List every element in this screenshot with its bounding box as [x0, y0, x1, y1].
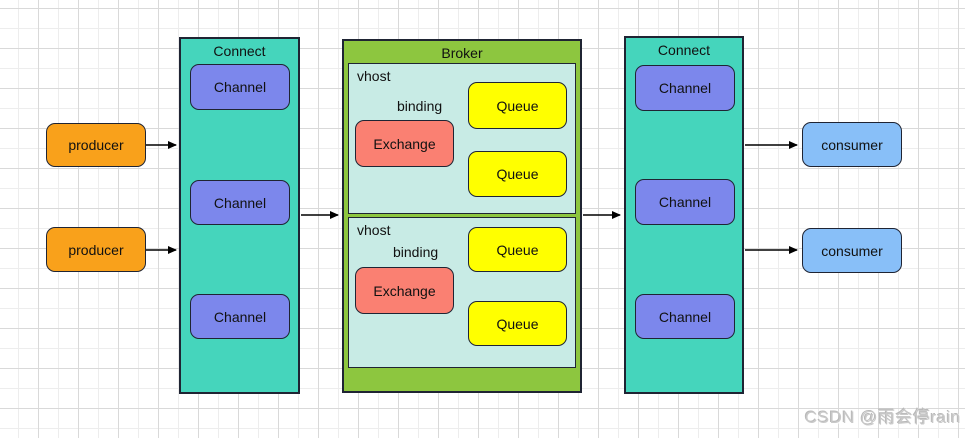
channel-node: Channel [635, 179, 735, 225]
exchange-node: Exchange [355, 267, 454, 314]
channel-node: Channel [190, 294, 290, 339]
broker-title: Broker [441, 45, 483, 61]
connect-left-title: Connect [213, 43, 266, 59]
binding-label: binding [393, 244, 439, 260]
vhost-container-2: vhost binding Exchange Queue Queue [348, 217, 576, 368]
channel-node: Channel [635, 294, 735, 339]
channel-node: Channel [635, 65, 735, 111]
connect-left-container: Connect Channel Channel Channel [179, 37, 300, 394]
broker-container: Broker vhost binding Exchange Queue Queu… [342, 39, 582, 393]
queue-node: Queue [468, 82, 567, 129]
vhost-label: vhost [357, 222, 391, 238]
vhost-container-1: vhost binding Exchange Queue Queue [348, 63, 576, 214]
vhost-label: vhost [357, 68, 391, 84]
exchange-node: Exchange [355, 120, 454, 167]
queue-node: Queue [468, 151, 567, 197]
channel-node: Channel [190, 180, 290, 225]
queue-node: Queue [468, 227, 567, 272]
binding-label: binding [397, 98, 443, 114]
consumer-node-1: consumer [802, 122, 902, 167]
producer-node-1: producer [46, 123, 146, 167]
csdn-watermark: CSDN @雨会停rain [805, 408, 961, 427]
connect-right-container: Connect Channel Channel Channel [624, 36, 744, 394]
queue-node: Queue [468, 301, 567, 346]
channel-node: Channel [190, 64, 290, 110]
connect-right-title: Connect [657, 42, 711, 58]
producer-node-2: producer [46, 227, 146, 272]
consumer-node-2: consumer [802, 228, 902, 273]
